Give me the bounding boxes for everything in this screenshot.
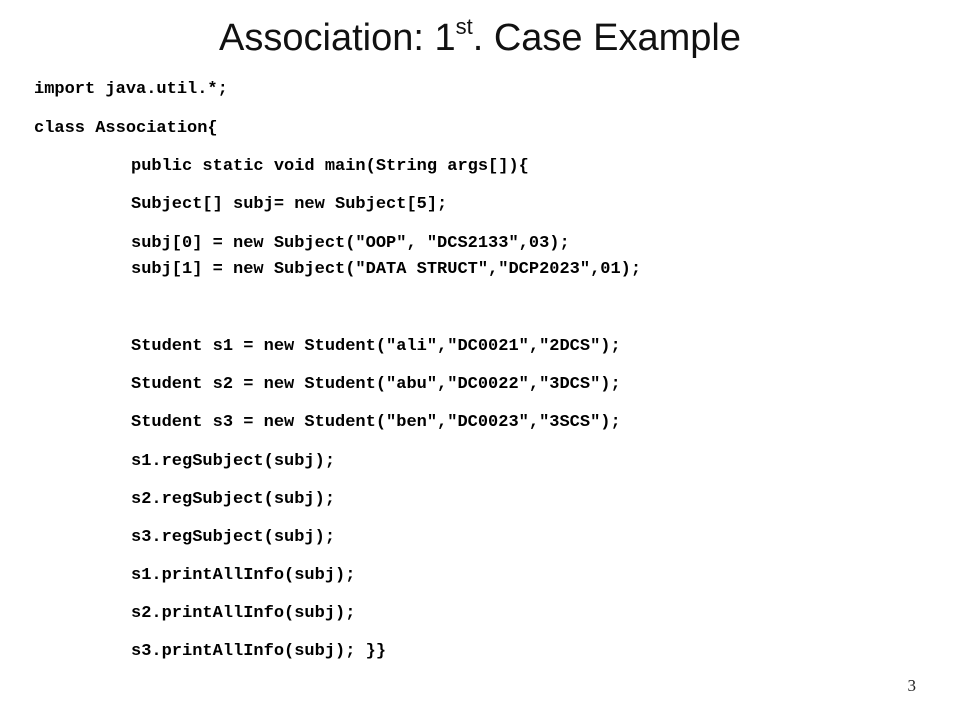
code-line: Subject[] subj= new Subject[5]; (131, 195, 448, 214)
code-line: import java.util.*; (34, 80, 228, 99)
code-line: s1.regSubject(subj); (131, 452, 336, 471)
code-line: s3.regSubject(subj); (131, 528, 336, 547)
code-line: Student s1 = new Student("ali","DC0021",… (131, 337, 621, 356)
code-line: subj[0] = new Subject("OOP", "DCS2133",0… (131, 234, 570, 253)
slide-title: Association: 1st. Case Example (0, 14, 960, 60)
code-line: s3.printAllInfo(subj); }} (131, 642, 387, 661)
title-main: Association: 1 (219, 17, 456, 59)
code-line: Student s3 = new Student("ben","DC0023",… (131, 413, 621, 432)
code-line: public static void main(String args[]){ (131, 157, 529, 176)
code-line: s1.printAllInfo(subj); (131, 566, 356, 585)
title-superscript: st (455, 14, 473, 39)
code-line: subj[1] = new Subject("DATA STRUCT","DCP… (131, 260, 642, 279)
code-line: s2.regSubject(subj); (131, 490, 336, 509)
code-line: Student s2 = new Student("abu","DC0022",… (131, 375, 621, 394)
page-number: 3 (907, 676, 917, 695)
code-line: s2.printAllInfo(subj); (131, 604, 356, 623)
title-rest: . Case Example (472, 17, 741, 59)
code-line: class Association{ (34, 119, 218, 138)
